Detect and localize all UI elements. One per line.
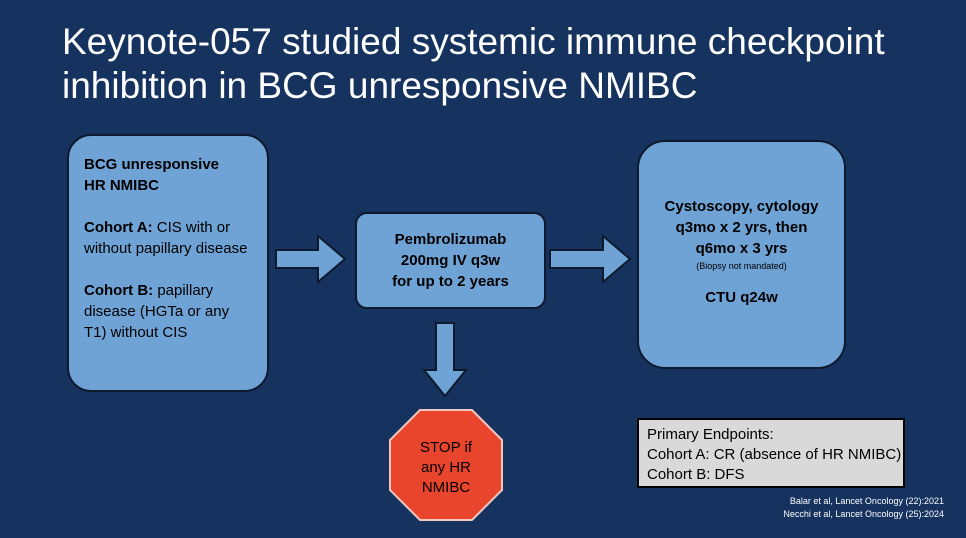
- stop-sign-label: STOP if any HR NMIBC: [392, 422, 500, 514]
- primary-endpoints-box: Primary Endpoints: Cohort A: CR (absence…: [637, 418, 905, 488]
- arrow-to-surveillance: [549, 233, 632, 285]
- eligibility-heading: BCG unresponsive HR NMIBC: [84, 154, 255, 196]
- references: Balar et al, Lancet Oncology (22):2021 N…: [783, 495, 944, 521]
- eligibility-box: BCG unresponsive HR NMIBC Cohort A: CIS …: [67, 134, 269, 392]
- cohort-b-text: papillary disease (HGTa or any T1) witho…: [84, 282, 230, 341]
- surveillance-line-2: q3mo x 2 yrs, then: [675, 219, 808, 236]
- title-line-2: inhibition in BCG unresponsive NMIBC: [62, 65, 698, 106]
- arrow-to-treatment: [275, 233, 347, 285]
- endpoint-cohort-b: Cohort B: DFS: [647, 466, 745, 483]
- stop-line-2: any HR: [420, 459, 472, 476]
- slide-title: Keynote-057 studied systemic immune chec…: [62, 20, 942, 108]
- cohort-a-label: Cohort A:: [84, 219, 153, 236]
- stop-line-1: STOP if: [420, 439, 472, 456]
- surveillance-line-1: Cystoscopy, cytology: [664, 198, 819, 215]
- arrow-to-stop: [421, 322, 469, 398]
- cohort-b-description: Cohort B: papillary disease (HGTa or any…: [84, 280, 255, 343]
- cohort-a-text: CIS with or without papillary disease: [84, 219, 248, 257]
- eligibility-heading-line1: BCG unresponsive: [84, 156, 220, 173]
- ctu-schedule: CTU q24w: [705, 289, 778, 306]
- eligibility-heading-line2: HR NMIBC: [84, 177, 159, 194]
- treatment-box: Pembrolizumab 200mg IV q3w for up to 2 y…: [355, 212, 546, 309]
- biopsy-note: (Biopsy not mandated): [696, 261, 787, 271]
- cohort-a-description: Cohort A: CIS with or without papillary …: [84, 217, 255, 259]
- reference-2: Necchi et al, Lancet Oncology (25):2024: [783, 509, 944, 519]
- cohort-b-label: Cohort B:: [84, 282, 154, 299]
- reference-1: Balar et al, Lancet Oncology (22):2021: [789, 496, 944, 506]
- surveillance-box: Cystoscopy, cytology q3mo x 2 yrs, then …: [637, 140, 846, 369]
- treatment-line-1: Pembrolizumab: [394, 231, 507, 248]
- endpoints-heading: Primary Endpoints:: [647, 426, 774, 443]
- treatment-line-3: for up to 2 years: [392, 273, 509, 290]
- stop-sign-octagon: [389, 409, 503, 521]
- surveillance-line-3: q6mo x 3 yrs: [695, 240, 788, 257]
- endpoint-cohort-a: Cohort A: CR (absence of HR NMIBC): [647, 446, 902, 463]
- treatment-line-2: 200mg IV q3w: [400, 252, 501, 269]
- title-line-1: Keynote-057 studied systemic immune chec…: [62, 21, 885, 62]
- stop-line-3: NMIBC: [421, 479, 471, 496]
